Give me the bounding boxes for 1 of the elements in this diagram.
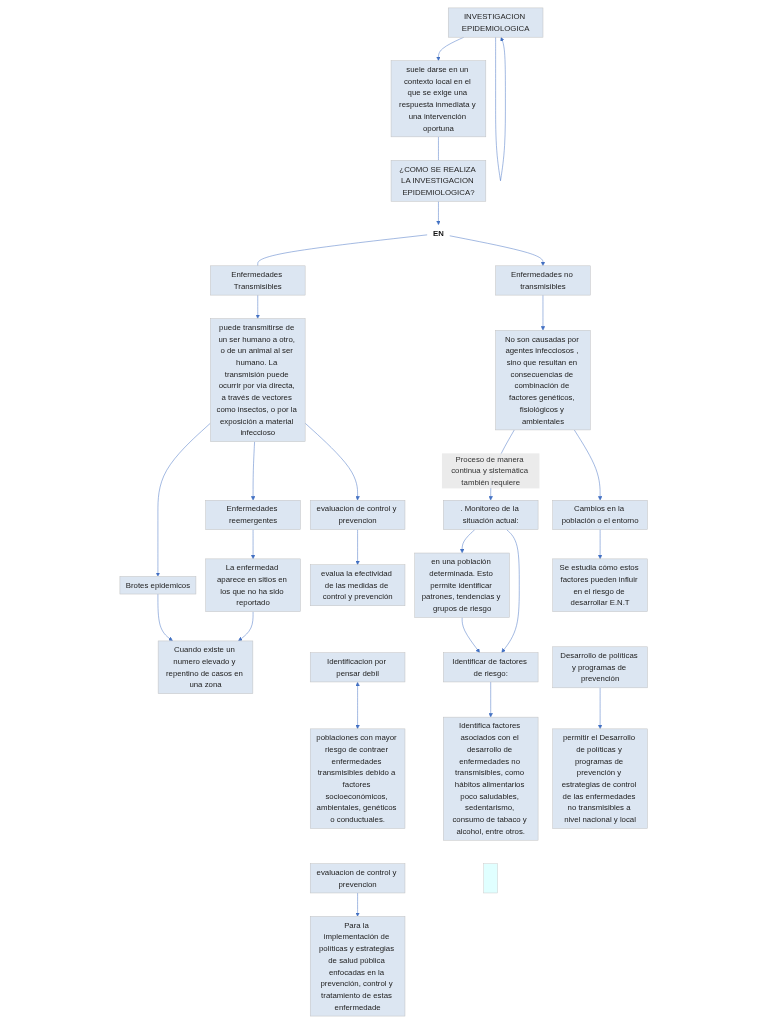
node-box <box>483 863 499 894</box>
